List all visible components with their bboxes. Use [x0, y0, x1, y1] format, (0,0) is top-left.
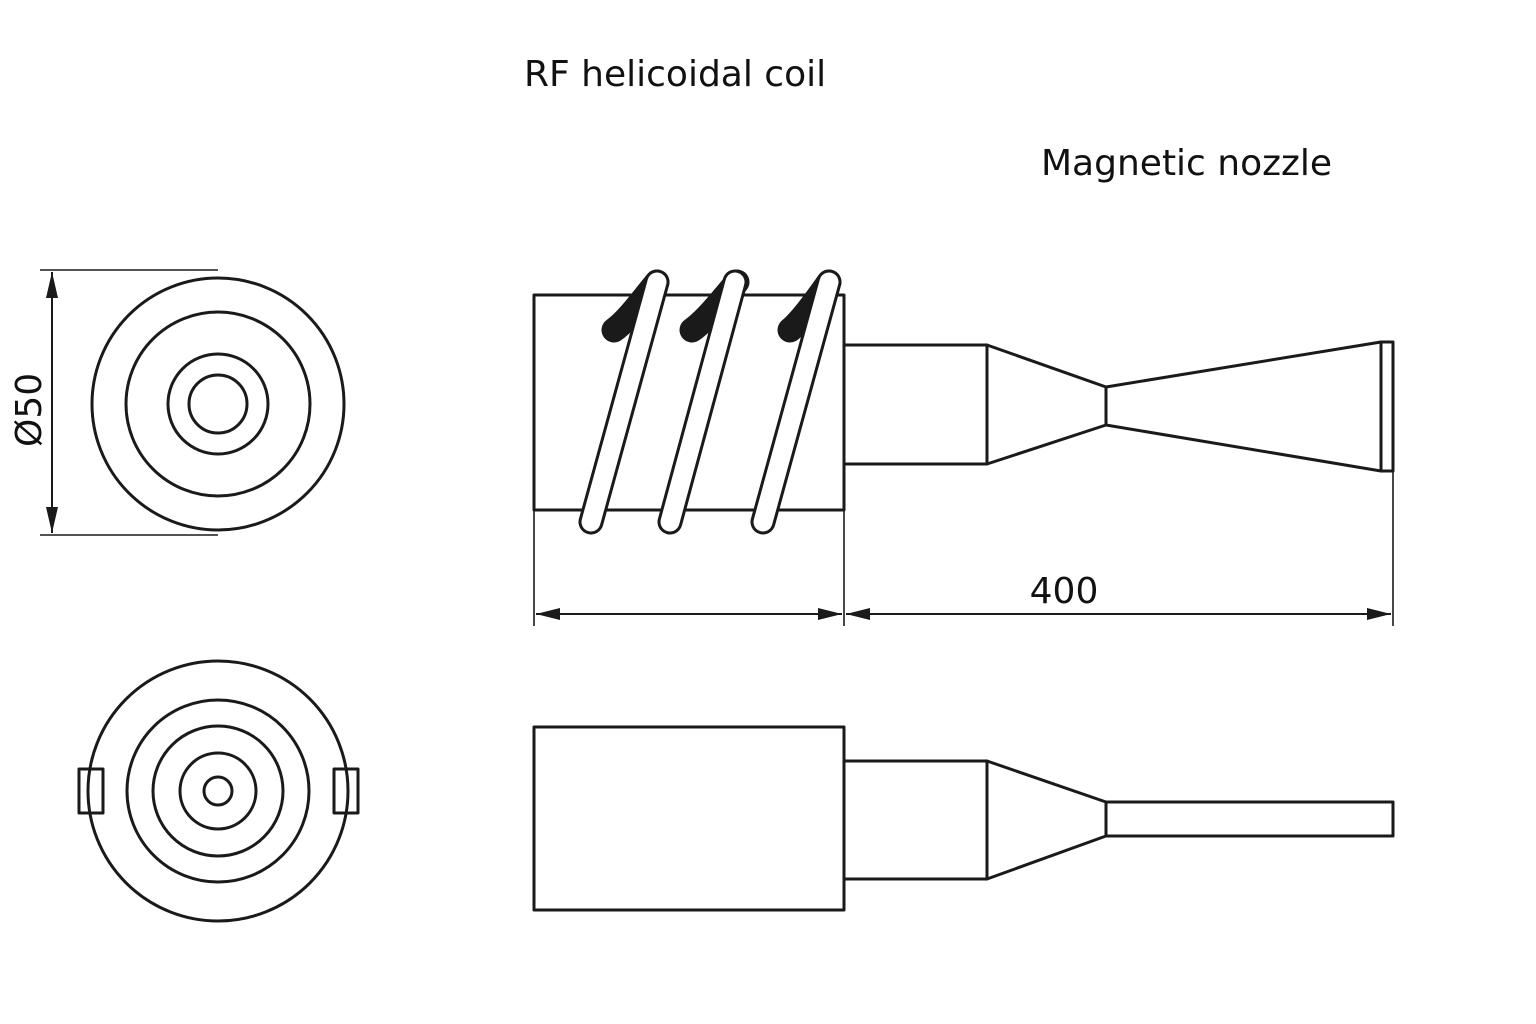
end-view-lug-left	[77, 767, 105, 815]
end-view-bottom-third-ring	[151, 724, 285, 858]
side-view-coil	[532, 269, 1395, 535]
magnetic-nozzle-converging	[985, 343, 1108, 466]
end-view-bottom-outer-ring	[86, 659, 350, 923]
end-view-bottom-fourth-ring	[178, 751, 258, 831]
diameter-label: Ø50	[9, 373, 50, 447]
chamber-arrow-left	[536, 608, 560, 620]
end-view-bottom-second-ring	[125, 698, 311, 884]
coil-label: RF helicoidal coil	[524, 54, 826, 95]
plasma-chamber-plain	[532, 725, 846, 912]
magnet-section	[842, 343, 989, 466]
end-view-second-ring	[124, 310, 312, 498]
length-arrow-right	[1367, 608, 1391, 620]
side-view-plain	[532, 725, 1395, 912]
end-view-outer-ring	[90, 276, 346, 532]
coil-turn-1-inner	[581, 272, 667, 532]
nozzle-label: Magnetic nozzle	[1041, 143, 1332, 184]
nozzle-taper-plain	[985, 759, 1108, 881]
end-view-third-ring	[166, 352, 270, 456]
end-view-bottom	[77, 659, 360, 923]
diameter-arrow-bottom	[46, 507, 58, 533]
magnetic-nozzle-diverging	[1104, 340, 1395, 473]
diameter-dimension: Ø50	[9, 269, 218, 536]
length-dimension: 400	[533, 471, 1394, 626]
diameter-arrow-top	[46, 272, 58, 298]
end-view-inner-ring	[187, 373, 249, 435]
nozzle-tube-plain	[1104, 800, 1395, 838]
coil-turn-3-inner	[753, 272, 839, 532]
magnet-section-plain	[842, 759, 989, 881]
length-label: 400	[1030, 571, 1099, 612]
coil-turn-2-inner	[660, 272, 745, 532]
end-view-bottom-inner-ring	[202, 775, 234, 807]
end-view-top	[90, 276, 346, 532]
chamber-arrow-right	[818, 608, 842, 620]
length-arrow-left	[846, 608, 870, 620]
